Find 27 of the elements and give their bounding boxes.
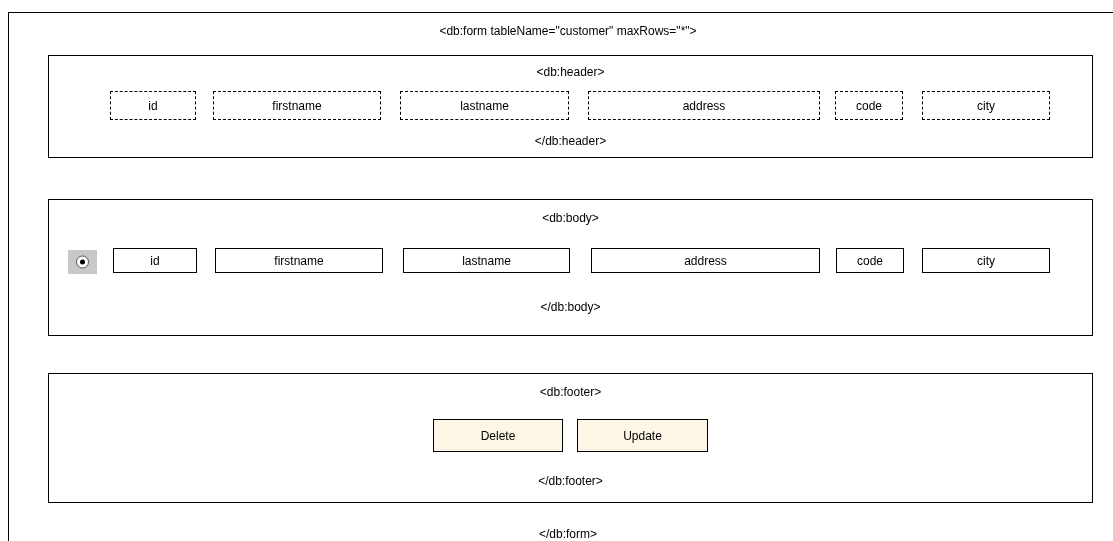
placeholder-field: id bbox=[110, 91, 196, 120]
closing-tag-text: </db:footer> bbox=[538, 474, 603, 488]
placeholder-field: address bbox=[588, 91, 820, 120]
section-panel bbox=[48, 55, 1093, 158]
radio-icon bbox=[68, 250, 97, 274]
opening-tag-text: <db:form tableName="customer" maxRows="*"> bbox=[439, 24, 697, 38]
closing-tag-text: </db:body> bbox=[540, 300, 601, 314]
text-field: firstname bbox=[215, 248, 383, 273]
section-panel bbox=[48, 373, 1093, 503]
placeholder-field: firstname bbox=[213, 91, 381, 120]
button: Update bbox=[577, 419, 708, 452]
text-field: city bbox=[922, 248, 1050, 273]
form-panel bbox=[8, 12, 1113, 541]
placeholder-field: code bbox=[835, 91, 903, 120]
text-field: id bbox=[113, 248, 197, 273]
opening-tag-text: <db:footer> bbox=[539, 385, 602, 399]
placeholder-field: lastname bbox=[400, 91, 569, 120]
text-field: code bbox=[836, 248, 904, 273]
placeholder-field: city bbox=[922, 91, 1050, 120]
opening-tag-text: <db:header> bbox=[536, 65, 605, 79]
text-field: address bbox=[591, 248, 820, 273]
closing-tag-text: </db:header> bbox=[534, 134, 607, 148]
section-panel bbox=[48, 199, 1093, 336]
opening-tag-text: <db:body> bbox=[542, 211, 599, 225]
button: Delete bbox=[433, 419, 563, 452]
closing-tag-text: </db:form> bbox=[539, 527, 597, 541]
text-field: lastname bbox=[403, 248, 570, 273]
